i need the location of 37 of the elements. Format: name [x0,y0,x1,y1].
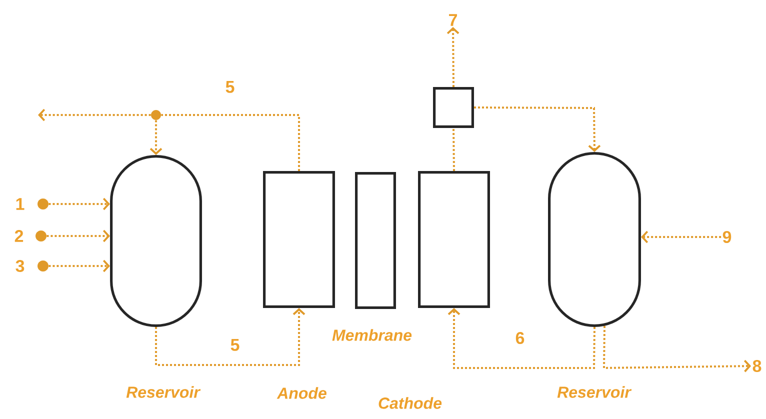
number-label: 7 [449,14,457,26]
rectangle-box [355,172,396,309]
flow-line [452,128,455,171]
arrow [474,106,601,152]
number-label: 1 [16,198,24,210]
arrow [448,308,596,369]
number-label: 9 [722,230,732,243]
dot [38,260,48,272]
reservoir-tank [110,154,202,327]
number-label: 2 [14,230,24,242]
part-label: Membrane [332,329,412,341]
part-label: Reservoir [126,386,201,398]
dot [36,230,46,242]
rectangle-box [433,87,474,128]
part-label: Reservoir [557,386,632,398]
edge-label: 5 [226,81,234,93]
reservoir-tank [548,152,641,327]
arrow [48,260,110,272]
rectangle-box [263,170,335,308]
dot [151,110,161,120]
arrow [38,108,151,122]
rectangle-box [418,170,490,308]
arrow [446,27,460,87]
part-label: Anode [276,387,326,399]
arrow [155,308,306,366]
number-label: 8 [752,360,762,372]
arrow [602,326,752,372]
arrow [46,230,110,242]
dot [38,198,48,210]
edge-label: 5 [230,339,240,351]
flow-line [161,114,300,171]
part-label: Cathode [378,397,442,409]
edge-label: 6 [516,332,524,344]
number-label: 3 [16,260,24,272]
arrow [48,198,110,210]
arrow [641,230,722,244]
arrow [150,120,162,155]
